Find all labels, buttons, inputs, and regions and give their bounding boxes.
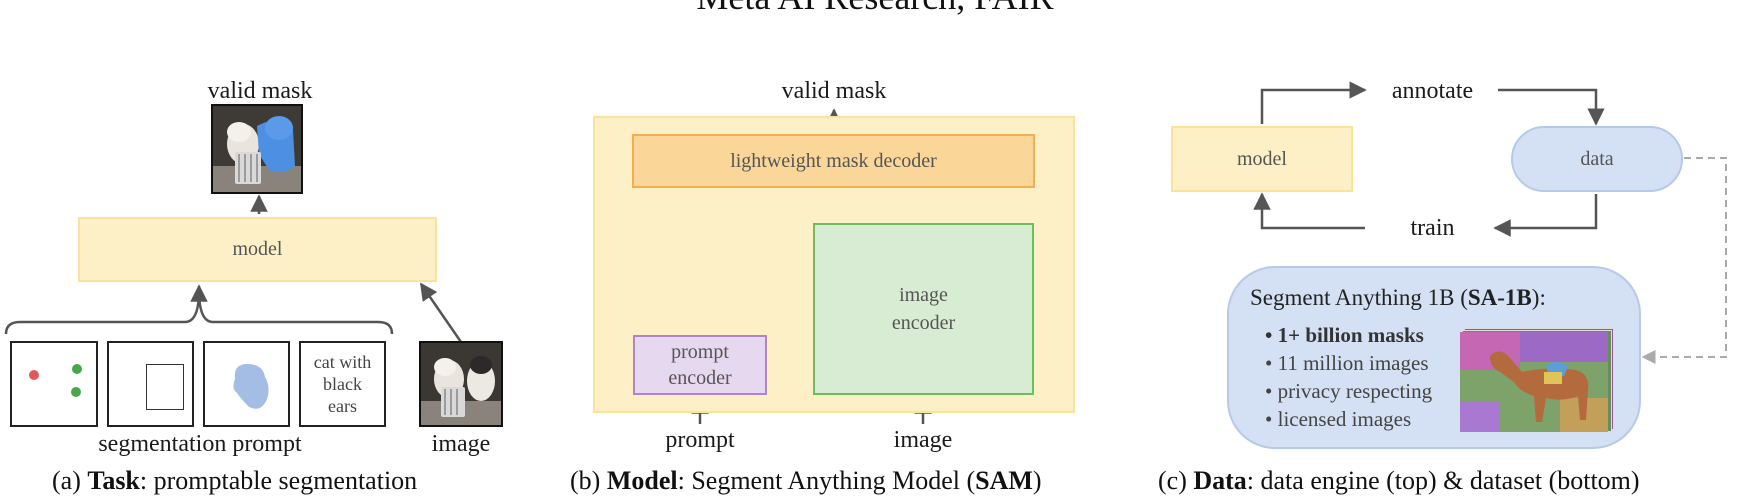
model-label-c: model <box>1237 147 1287 170</box>
prompt-brace <box>4 289 394 335</box>
caption-b-bold2: SAM <box>975 466 1033 495</box>
train-label: train <box>1410 215 1455 241</box>
arrow-image-to-model <box>419 282 463 343</box>
arrow-annotate-to-data <box>1498 88 1605 126</box>
input-image-thumbnail-a <box>419 341 503 427</box>
caption-b-mid: : Segment Anything Model ( <box>677 466 976 495</box>
data-label: data <box>1580 147 1614 170</box>
caption-b-prefix: (b) <box>570 466 601 495</box>
caption-a-prefix: (a) <box>52 466 81 495</box>
affiliation-title: Meta AI Research, FAIR <box>0 0 1750 18</box>
green-point-1 <box>72 364 82 374</box>
arrow-model-to-annotate <box>1260 81 1367 124</box>
green-point-2 <box>71 387 81 397</box>
dataset-stat-item: privacy respecting <box>1265 377 1433 405</box>
dataset-stat-item: licensed images <box>1265 405 1432 433</box>
box-prompt-box <box>107 341 194 427</box>
arrow-data-to-dataset <box>1641 157 1727 364</box>
mask-decoder-label: lightweight mask decoder <box>730 149 937 172</box>
dataset-title-prefix: Segment Anything 1B ( <box>1250 285 1468 310</box>
caption-b-end: ) <box>1032 466 1042 495</box>
dataset-sample-image-stack <box>1460 328 1614 432</box>
panel-a-output-label: valid mask <box>207 78 313 104</box>
data-block: data <box>1511 126 1683 192</box>
horse-sample-image <box>1460 332 1608 432</box>
image-input-label: image <box>893 427 953 453</box>
image-encoder-block: image encoder <box>813 223 1034 395</box>
caption-b: (b) Model: Segment Anything Model (SAM) <box>570 466 1042 496</box>
caption-a: (a) Task: promptable segmentation <box>52 466 417 496</box>
caption-c-rest: : data engine (top) & dataset (bottom) <box>1246 466 1640 495</box>
panel-b-output-label: valid mask <box>781 78 887 104</box>
prompt-encoder-label: prompt encoder <box>668 341 732 389</box>
caption-c-prefix: (c) <box>1158 466 1187 495</box>
caption-a-rest: : promptable segmentation <box>139 466 418 495</box>
caption-c: (c) Data: data engine (top) & dataset (b… <box>1158 466 1640 496</box>
model-block-c: model <box>1171 126 1353 192</box>
text-prompt-label: cat with black ears <box>313 352 372 416</box>
caption-c-bold: Data <box>1193 466 1247 495</box>
prompt-input-label: prompt <box>665 427 735 453</box>
model-label-a: model <box>232 238 283 260</box>
dataset-stat-item: 11 million images <box>1265 349 1432 377</box>
model-block-a: model <box>78 217 437 282</box>
box-prompt-rectangle <box>146 364 184 410</box>
arrow-data-to-train <box>1493 194 1598 237</box>
image-encoder-label: image encoder <box>891 284 956 334</box>
panel-a-image-label: image <box>431 431 491 457</box>
dataset-title: Segment Anything 1B (SA-1B): <box>1250 285 1546 311</box>
caption-b-bold: Model <box>606 466 678 495</box>
segmentation-prompt-label: segmentation prompt <box>98 431 302 457</box>
prompt-encoder-block: prompt encoder <box>633 335 767 395</box>
mask-prompt-box <box>203 341 290 427</box>
dataset-title-bold: SA-1B <box>1467 285 1532 310</box>
dataset-title-suffix: ): <box>1531 285 1546 310</box>
red-point <box>29 370 39 380</box>
point-prompt-box <box>10 341 98 427</box>
annotate-label: annotate <box>1391 78 1474 104</box>
dataset-stat-item: 1+ billion masks <box>1265 321 1432 349</box>
arrow-train-to-model <box>1253 192 1365 230</box>
mask-decoder-block: lightweight mask decoder <box>632 134 1035 188</box>
mask-blob <box>233 363 269 409</box>
dataset-stats-list: 1+ billion masks 11 million images priva… <box>1265 321 1433 433</box>
valid-mask-thumbnail <box>211 104 303 194</box>
caption-a-bold: Task <box>87 466 140 495</box>
text-prompt-box: cat with black ears <box>299 341 386 427</box>
